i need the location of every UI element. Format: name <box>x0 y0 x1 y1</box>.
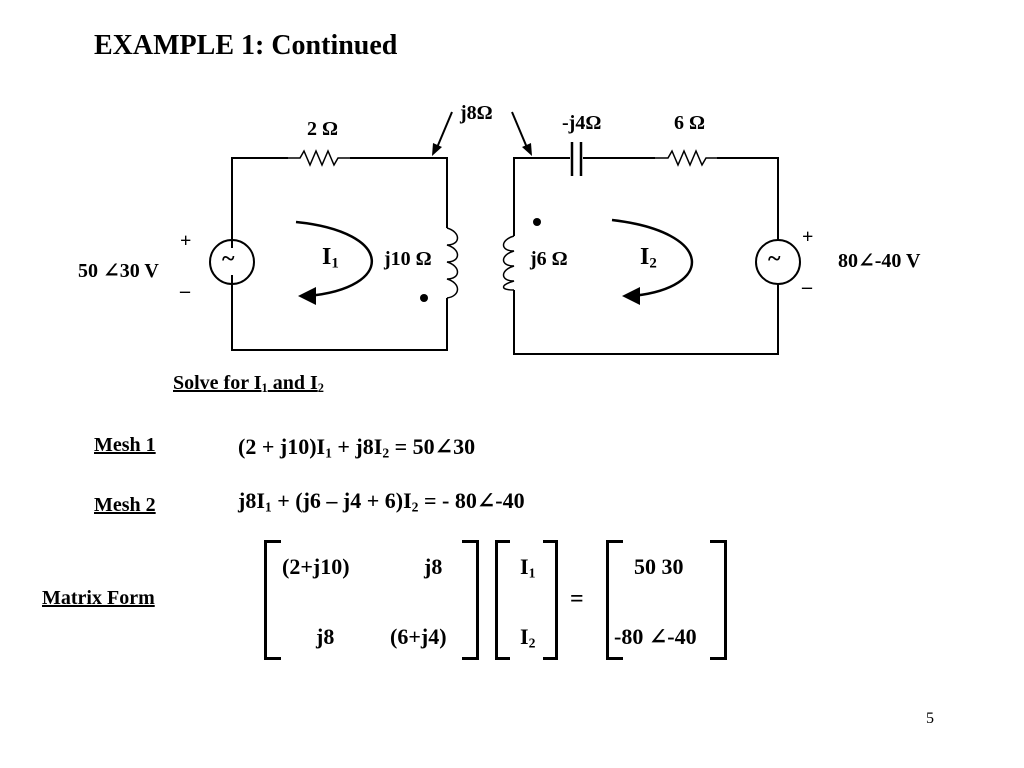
source1-tilde: ~ <box>222 246 235 272</box>
source2-tilde: ~ <box>768 246 781 272</box>
inductor-j10-label: j10 Ω <box>384 248 432 270</box>
source1-plus: + <box>180 230 192 252</box>
matrix-b2: -80 ∠-40 <box>614 624 697 649</box>
mesh-current-i2-arrow <box>611 218 693 298</box>
matrix-b-left-bracket <box>606 540 623 660</box>
resistor-2ohm <box>288 149 350 167</box>
matrix-equals: = <box>570 586 584 612</box>
mesh2-equation: j8I1 + (j6 – j4 + 6)I2 = - 80∠-40 <box>238 488 525 515</box>
mutual-pointer-right <box>511 111 529 151</box>
source2-plus: + <box>802 226 814 248</box>
right-loop-wire-bottom <box>513 284 779 355</box>
mesh1-label: Mesh 1 <box>94 434 156 456</box>
inductor-j6-label: j6 Ω <box>530 248 568 270</box>
page-number: 5 <box>926 710 934 727</box>
resistor-6ohm <box>655 149 717 167</box>
matrix-a-left-bracket <box>264 540 281 660</box>
matrix-x-right-bracket <box>543 540 558 660</box>
i2-arrowhead <box>622 287 640 305</box>
right-loop-wire-top <box>513 157 570 236</box>
left-loop-wire-top <box>350 157 448 228</box>
inductor-j10 <box>446 227 459 299</box>
matrix-a12: j8 <box>424 554 443 579</box>
matrix-x-left-bracket <box>495 540 510 660</box>
capacitor-label: -j4Ω <box>562 112 602 134</box>
mutual-pointer-left <box>435 111 453 151</box>
resistor-2ohm-label: 2 Ω <box>307 118 339 140</box>
resistor-6ohm-label: 6 Ω <box>674 112 706 134</box>
source1-minus: – <box>180 280 190 302</box>
matrix-a21: j8 <box>316 624 335 649</box>
matrix-form-label: Matrix Form <box>42 587 155 609</box>
dot-marker-left <box>420 294 428 302</box>
matrix-b1: 50 30 <box>634 554 684 579</box>
mutual-inductance-label: j8Ω <box>460 102 493 124</box>
mesh-current-i1-arrow <box>295 220 373 298</box>
left-loop-wire <box>231 157 288 248</box>
source2-minus: – <box>802 276 812 298</box>
page-title: EXAMPLE 1: Continued <box>94 30 398 61</box>
matrix-b-right-bracket <box>710 540 727 660</box>
mesh-current-i2-label: I2 <box>640 244 657 272</box>
source2-label: 80∠-40 V <box>838 250 921 272</box>
i1-arrowhead <box>298 287 316 305</box>
matrix-a-right-bracket <box>462 540 479 660</box>
mesh1-equation: (2 + j10)I1 + j8I2 = 50∠30 <box>238 434 476 461</box>
solve-heading: Solve for I1 and I2 <box>173 372 324 396</box>
source1-label: 50 ∠30 V <box>78 260 159 282</box>
pointer-right-head <box>522 143 532 156</box>
matrix-a11: (2+j10) <box>282 554 350 579</box>
inductor-j6 <box>502 235 515 291</box>
pointer-left-head <box>432 143 442 156</box>
mesh-current-i1-label: I1 <box>322 244 339 272</box>
source-80v <box>755 239 801 285</box>
right-loop-wire-right <box>717 157 779 240</box>
matrix-x2: I2 <box>520 624 536 651</box>
source-50v <box>209 239 255 285</box>
left-loop-wire-bottom <box>231 275 448 351</box>
matrix-a22: (6+j4) <box>390 624 447 649</box>
mesh2-label: Mesh 2 <box>94 494 156 516</box>
matrix-x1: I1 <box>520 554 536 581</box>
dot-marker-right <box>533 218 541 226</box>
